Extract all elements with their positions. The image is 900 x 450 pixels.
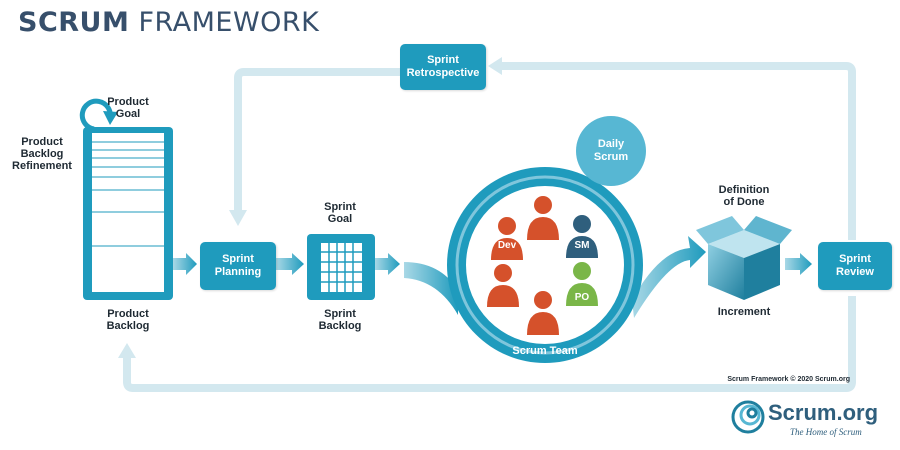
dev-person-top [527, 196, 559, 240]
scrum-org-tagline: The Home of Scrum [790, 427, 862, 437]
product-backlog-label: Product Backlog [106, 308, 150, 332]
arrow-increment-to-review [785, 253, 812, 275]
dev-person-lower-left [487, 264, 519, 307]
sprint-backlog-icon [307, 234, 375, 300]
po-role-label: PO [574, 292, 590, 303]
daily-scrum-label: Daily Scrum [593, 138, 629, 163]
planning-arrowhead [229, 210, 247, 226]
title-rest: FRAMEWORK [138, 7, 320, 38]
increment-box-icon [696, 216, 792, 300]
product-owner-person [566, 262, 598, 306]
sprint-goal-label: Sprint Goal [324, 201, 356, 225]
copyright-credit: Scrum Framework © 2020 Scrum.org [727, 376, 850, 383]
sprint-review-box: Sprint Review [818, 242, 892, 290]
sprint-retrospective-box: Sprint Retrospective [400, 44, 486, 90]
scrum-org-logo-text: Scrum.org [768, 400, 879, 425]
definition-of-done-label: Definition of Done [718, 184, 770, 208]
dev-role-label: Dev [497, 240, 517, 251]
daily-scrum-circle [576, 116, 646, 186]
scrum-org-logo-mark [731, 400, 765, 434]
refinement-label: Product Backlog Refinement [12, 136, 72, 172]
scrum-team-members [487, 196, 598, 335]
increment-label: Increment [717, 306, 771, 318]
scrum-team-label: Scrum Team [512, 345, 578, 357]
backlog-arrowhead [118, 343, 136, 358]
retro-arrowhead [488, 57, 502, 75]
refinement-cycle-icon [79, 98, 118, 132]
page-title: SCRUM FRAMEWORK [18, 7, 319, 38]
arrow-backlog-to-planning [173, 253, 197, 275]
dev-person-bottom [527, 291, 559, 335]
feedback-loop [123, 62, 856, 392]
title-bold: SCRUM [18, 7, 130, 38]
scrum-master-person [566, 215, 598, 258]
flow-arrows [173, 253, 812, 275]
sprint-planning-box: Sprint Planning [200, 242, 276, 290]
swoosh-into-sprint [404, 262, 458, 315]
product-backlog-icon [83, 127, 173, 300]
swoosh-out-of-sprint [632, 236, 706, 318]
sprint-backlog-label: Sprint Backlog [318, 308, 362, 332]
sm-role-label: SM [574, 240, 590, 251]
retrospective-loop-path [500, 62, 856, 240]
arrow-sprint-backlog-to-team [375, 253, 400, 275]
review-to-backlog-path [123, 296, 856, 392]
product-goal-label: Product Goal [107, 96, 149, 120]
retrospective-to-planning-path [234, 68, 400, 212]
dev-person-left [491, 217, 523, 260]
arrow-planning-to-sprint-backlog [276, 253, 304, 275]
